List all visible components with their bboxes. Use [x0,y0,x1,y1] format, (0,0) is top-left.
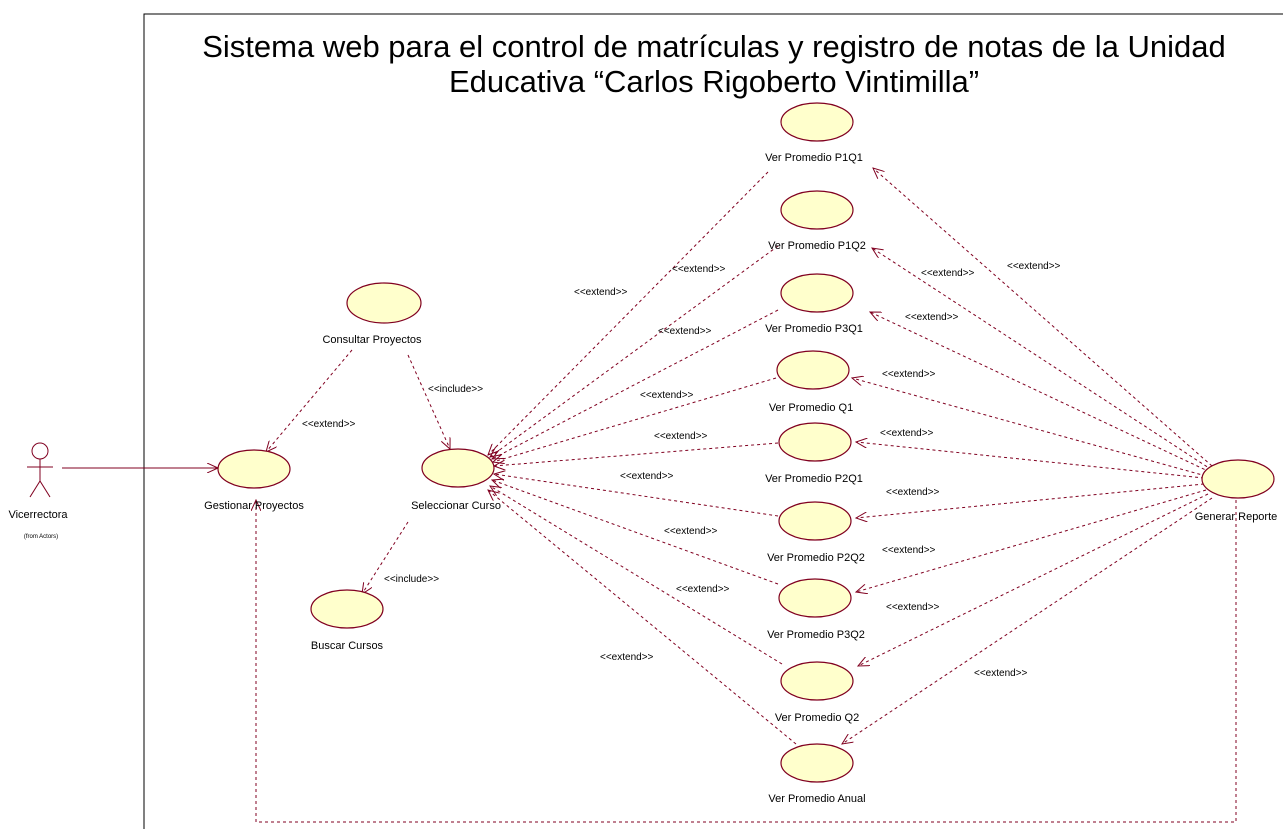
use-case-ver-promedio-q2[interactable]: Ver Promedio Q2 [775,661,859,724]
use-case-ellipse [780,190,854,230]
system-boundary [143,13,1283,829]
extend-line-q1 [493,377,777,462]
stereotype-labels: <<extend>> <<include>> <<include>> <<ext… [302,261,1061,679]
extend-line-rep-p3q2 [856,489,1207,592]
label-extend-rep-p1q2: <<extend>> [921,268,975,279]
relationships [256,168,1237,823]
label-extend-rep-p2q2: <<extend>> [886,487,940,498]
use-case-ver-promedio-p3q1[interactable]: Ver Promedio P3Q1 [765,273,863,335]
use-case-ellipse [310,589,384,629]
use-case-label: Ver Promedio Anual [768,793,865,805]
label-extend-rep-p2q1: <<extend>> [880,428,934,439]
label-extend-consultar: <<extend>> [302,419,356,430]
extend-line-p2q1 [494,442,779,466]
actor-from-label: (from Actors) [24,534,58,540]
use-case-label: Ver Promedio P2Q2 [767,552,865,564]
diagram-title-line2: Educativa “Carlos Rigoberto Vintimilla” [449,64,979,99]
extend-line-consultar [266,349,353,452]
use-case-ellipse [778,578,852,618]
use-case-generar-reporte[interactable]: Generar Reporte [1195,459,1278,523]
use-case-ellipse [780,743,854,783]
actor-vicerrectora[interactable] [27,442,53,498]
label-extend-p3q1: <<extend>> [658,326,712,337]
actor-name: Vicerrectora [8,509,68,521]
use-case-ver-promedio-p1q1[interactable]: Ver Promedio P1Q1 [765,102,863,164]
use-case-ellipse [780,102,854,142]
use-case-label: Ver Promedio Q2 [775,712,859,724]
use-case-ellipse [346,282,422,324]
use-case-label: Seleccionar Curso [411,500,501,512]
use-case-ellipse [1201,459,1275,499]
use-case-seleccionar-curso[interactable]: Seleccionar Curso [411,448,501,512]
label-include-consultar: <<include>> [428,384,483,395]
use-case-ver-promedio-anual[interactable]: Ver Promedio Anual [768,743,866,805]
use-case-label: Generar Reporte [1195,511,1278,523]
use-case-ver-promedio-p3q2[interactable]: Ver Promedio P3Q2 [767,578,865,641]
actor-right-leg [39,480,51,498]
use-case-buscar-cursos[interactable]: Buscar Cursos [310,589,384,652]
diagram-title-line1: Sistema web para el control de matrícula… [202,29,1226,64]
extend-line-p3q2 [492,480,779,585]
use-case-gestionar-proyectos[interactable]: Gestionar Proyectos [204,449,304,512]
actor-head [31,442,49,460]
use-case-ellipse [776,350,850,390]
label-extend-p1q2: <<extend>> [672,264,726,275]
actor-left-leg [29,480,41,498]
extend-line-rep-p1q2 [872,248,1213,471]
extend-line-p1q1 [488,171,769,455]
label-extend-rep-q1: <<extend>> [882,369,936,380]
extend-line-p1q2 [490,245,779,457]
label-extend-anual: <<extend>> [600,652,654,663]
extend-line-rep-q2 [858,493,1209,666]
use-case-label: Buscar Cursos [311,640,384,652]
label-extend-p2q1: <<extend>> [654,431,708,442]
use-case-ver-promedio-p2q2[interactable]: Ver Promedio P2Q2 [767,501,865,564]
use-case-label: Ver Promedio P3Q2 [767,629,865,641]
use-case-ellipse [780,661,854,701]
extend-line-rep-p2q1 [856,442,1205,479]
extend-line-q2 [490,486,783,665]
label-extend-rep-p3q1: <<extend>> [905,312,959,323]
use-case-ellipse [778,501,852,541]
label-extend-rep-q2: <<extend>> [886,602,940,613]
extend-line-rep-p2q2 [856,483,1205,518]
use-case-ellipse [778,422,852,462]
include-line-buscar [362,521,409,594]
extend-line-rep-anual [842,497,1213,744]
use-case-ver-promedio-p2q1[interactable]: Ver Promedio P2Q1 [765,422,863,485]
extend-line-rep-q1 [852,378,1207,477]
extend-line-rep-gestionar [256,500,1237,823]
use-case-ellipse [421,448,495,488]
label-extend-rep-anual: <<extend>> [974,668,1028,679]
use-case-label: Ver Promedio P3Q1 [765,323,863,335]
use-case-ellipse [217,449,291,489]
use-case-label: Ver Promedio P1Q1 [765,152,863,164]
use-case-label: Ver Promedio P2Q1 [765,473,863,485]
label-extend-rep-p3q2: <<extend>> [882,545,936,556]
use-case-label: Gestionar Proyectos [204,500,304,512]
extend-line-anual [488,490,797,745]
label-extend-q1: <<extend>> [640,390,694,401]
extend-line-rep-p3q1 [870,312,1211,473]
label-extend-p1q1: <<extend>> [574,287,628,298]
extend-line-p3q1 [492,309,779,459]
use-case-ver-promedio-p1q2[interactable]: Ver Promedio P1Q2 [768,190,866,252]
label-extend-p3q2: <<extend>> [664,526,718,537]
use-case-label: Ver Promedio P1Q2 [768,240,866,252]
label-extend-p2q2: <<extend>> [620,471,674,482]
use-case-ver-promedio-q1[interactable]: Ver Promedio Q1 [769,350,853,414]
use-case-consultar-proyectos[interactable]: Consultar Proyectos [322,282,422,346]
use-case-ellipse [780,273,854,313]
use-case-label: Consultar Proyectos [322,334,422,346]
use-case-label: Ver Promedio Q1 [769,402,853,414]
label-include-buscar: <<include>> [384,574,439,585]
label-extend-q2: <<extend>> [676,584,730,595]
include-line-consultar [407,354,450,449]
label-extend-rep-p1q1: <<extend>> [1007,261,1061,272]
